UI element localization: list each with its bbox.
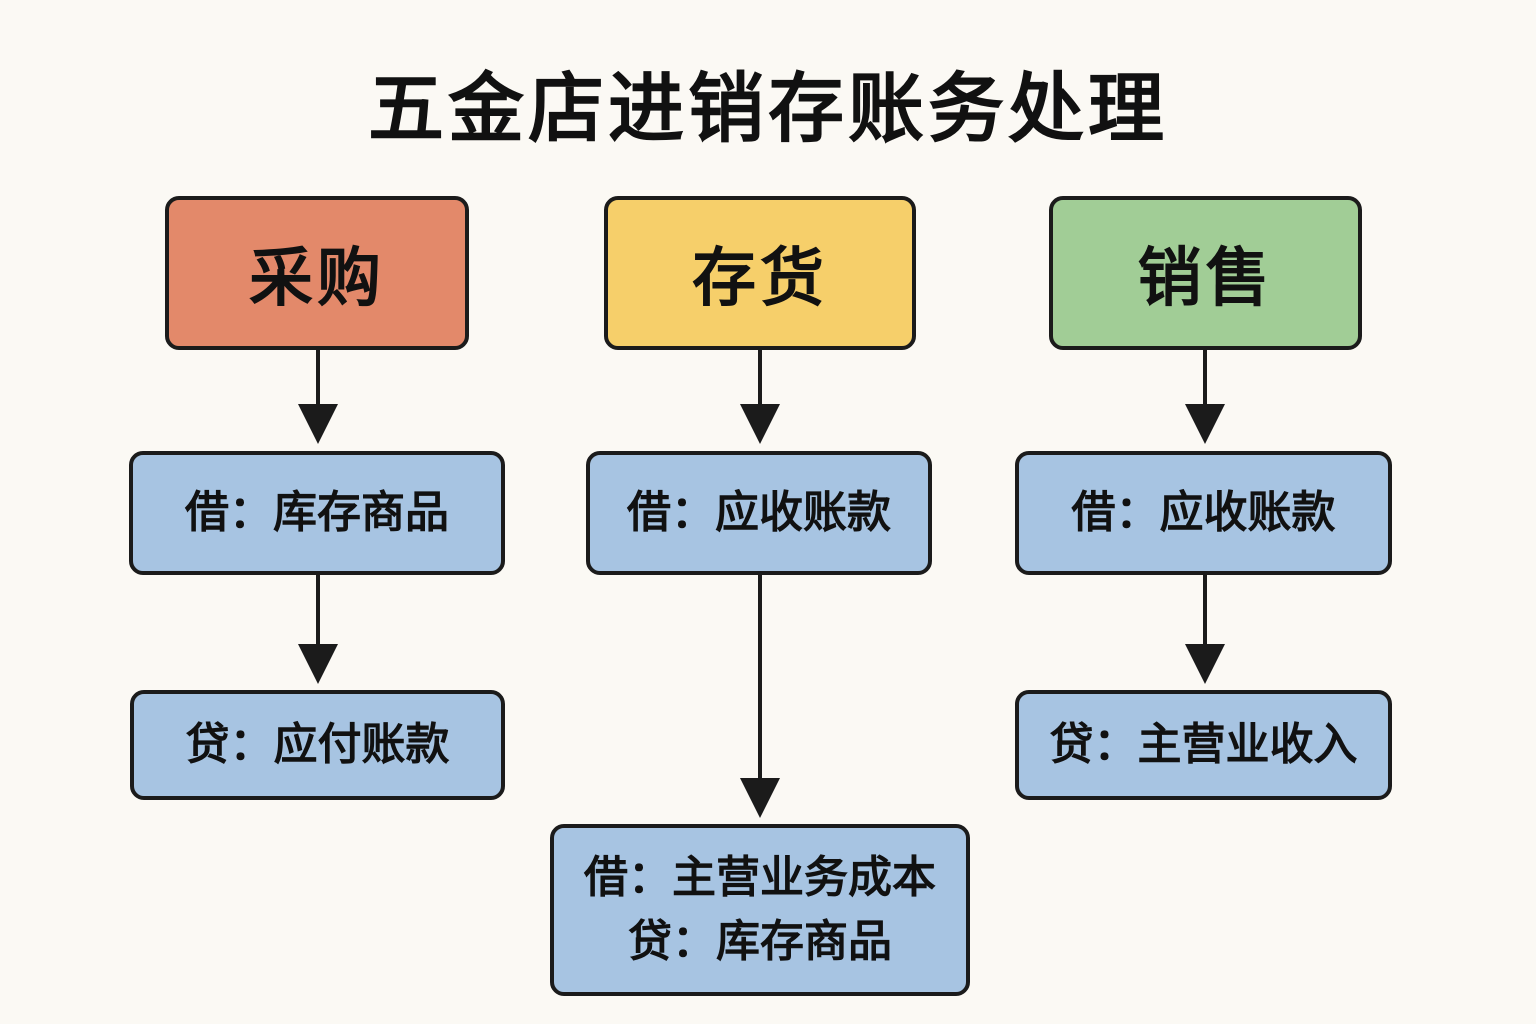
purchase-debit-text: 借：库存商品 bbox=[185, 487, 449, 539]
inventory-header-label: 存货 bbox=[692, 242, 828, 316]
sales-header: 销售 bbox=[1049, 196, 1362, 350]
purchase-credit-box: 贷：应付账款 bbox=[130, 690, 505, 800]
inventory-cost-debit-text: 借：主营业务成本 bbox=[584, 852, 936, 904]
sales-credit-text: 贷：主营业收入 bbox=[1049, 719, 1358, 771]
sales-header-label: 销售 bbox=[1137, 242, 1274, 316]
inventory-cost-box: 借：主营业务成本 贷：库存商品 bbox=[550, 824, 970, 996]
sales-debit-text: 借：应收账款 bbox=[1071, 487, 1336, 539]
purchase-debit-box: 借：库存商品 bbox=[129, 451, 505, 575]
purchase-header: 采购 bbox=[165, 196, 469, 350]
diagram-title: 五金店进销存账务处理 bbox=[368, 64, 1168, 153]
sales-debit-box: 借：应收账款 bbox=[1015, 451, 1392, 575]
inventory-debit-box: 借：应收账款 bbox=[586, 451, 932, 575]
purchase-header-label: 采购 bbox=[249, 242, 385, 316]
inventory-cost-credit-text: 贷：库存商品 bbox=[628, 916, 892, 967]
sales-credit-box: 贷：主营业收入 bbox=[1015, 690, 1392, 800]
inventory-debit-text: 借：应收账款 bbox=[627, 487, 891, 539]
purchase-credit-text: 贷：应付账款 bbox=[185, 719, 450, 771]
inventory-header: 存货 bbox=[604, 196, 916, 350]
